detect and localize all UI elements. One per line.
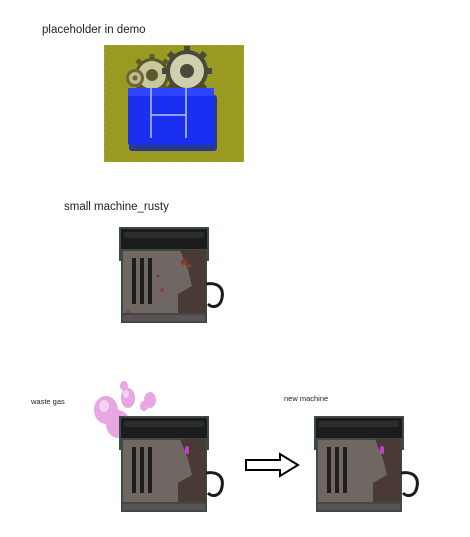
small-machine-rusty-label: small machine_rusty	[64, 201, 169, 213]
gear-icon-small	[126, 69, 144, 87]
old-machine-icon	[119, 416, 224, 512]
blue-crate	[128, 88, 217, 151]
rusty-machine-icon	[119, 227, 224, 323]
new-machine-icon	[314, 416, 419, 512]
placeholder-demo-image	[104, 45, 244, 162]
placeholder-in-demo-label: placeholder in demo	[42, 24, 146, 36]
right-arrow-icon	[245, 452, 300, 478]
waste-gas-label: waste gas	[31, 397, 65, 406]
new-machine-label: new machine	[284, 394, 329, 403]
